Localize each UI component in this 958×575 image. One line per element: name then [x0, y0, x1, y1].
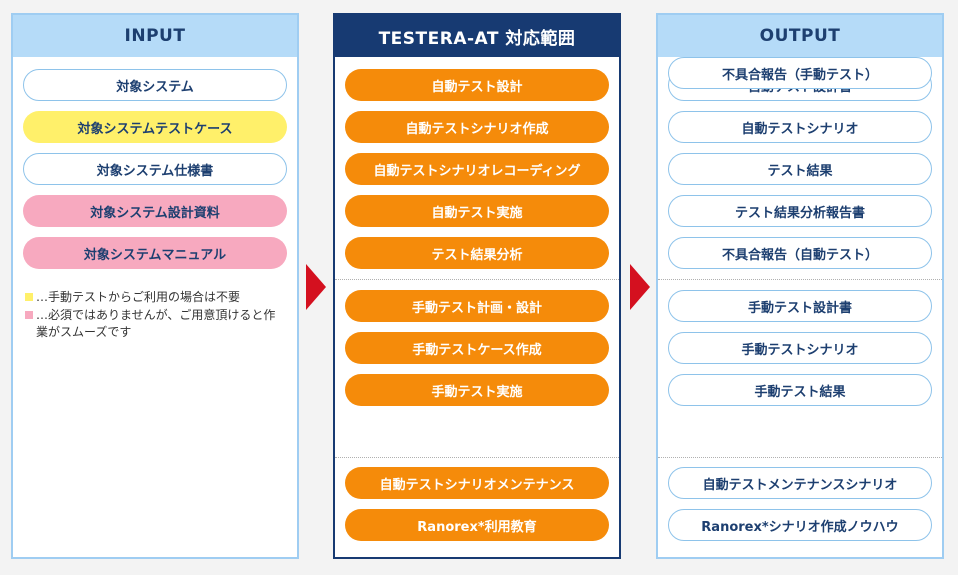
scope-column-title: TESTERA-AT 対応範囲 [335, 15, 619, 57]
arrow-right-icon [630, 264, 650, 310]
output-item: 不具合報告（自動テスト） [668, 237, 932, 269]
scope-item: 自動テストシナリオメンテナンス [345, 467, 609, 499]
scope-item: 自動テスト実施 [345, 195, 609, 227]
scope-item: 手動テストケース作成 [345, 332, 609, 364]
output-group-divider [658, 457, 942, 458]
legend-item: …手動テストからご利用の場合は不要 [25, 289, 287, 306]
output-item: 自動テストシナリオ [668, 111, 932, 143]
output-item: テスト結果 [668, 153, 932, 185]
output-group-divider [658, 279, 942, 280]
output-item: 手動テストシナリオ [668, 332, 932, 364]
scope-item: 自動テスト設計 [345, 69, 609, 101]
output-column-title: OUTPUT [658, 15, 942, 57]
output-item: 不具合報告（手動テスト） [668, 57, 932, 89]
input-item: 対象システム仕様書 [23, 153, 287, 185]
scope-item: テスト結果分析 [345, 237, 609, 269]
output-item: Ranorex*シナリオ作成ノウハウ [668, 509, 932, 541]
input-legend: …手動テストからご利用の場合は不要 …必須ではありませんが、ご用意頂けると作業がス… [25, 289, 287, 342]
legend-swatch-icon [25, 311, 33, 319]
output-item: 自動テストメンテナンスシナリオ [668, 467, 932, 499]
output-item: テスト結果分析報告書 [668, 195, 932, 227]
arrow-right-icon [306, 264, 326, 310]
scope-item: 手動テスト実施 [345, 374, 609, 406]
legend-swatch-icon [25, 293, 33, 301]
input-column-title: INPUT [13, 15, 297, 57]
scope-item: 自動テストシナリオ作成 [345, 111, 609, 143]
output-column: OUTPUT 自動テスト設計書自動テストシナリオテスト結果テスト結果分析報告書不… [656, 13, 944, 559]
input-item: 対象システム設計資料 [23, 195, 287, 227]
legend-item: …必須ではありませんが、ご用意頂けると作業がスムーズです [25, 307, 287, 341]
scope-group-divider [335, 457, 619, 458]
input-item: 対象システム [23, 69, 287, 101]
scope-column: TESTERA-AT 対応範囲 自動テスト設計自動テストシナリオ作成自動テストシ… [333, 13, 621, 559]
scope-group-divider [335, 279, 619, 280]
output-item: 手動テスト結果 [668, 374, 932, 406]
scope-item: 手動テスト計画・設計 [345, 290, 609, 322]
legend-text: …必須ではありませんが、ご用意頂けると作業がスムーズです [36, 308, 276, 339]
input-column: INPUT …手動テストからご利用の場合は不要 …必須ではありませんが、ご用意頂け… [11, 13, 299, 559]
input-item: 対象システムマニュアル [23, 237, 287, 269]
legend-text: …手動テストからご利用の場合は不要 [36, 290, 241, 304]
scope-item: 自動テストシナリオレコーディング [345, 153, 609, 185]
scope-item: Ranorex*利用教育 [345, 509, 609, 541]
output-item: 手動テスト設計書 [668, 290, 932, 322]
input-item: 対象システムテストケース [23, 111, 287, 143]
